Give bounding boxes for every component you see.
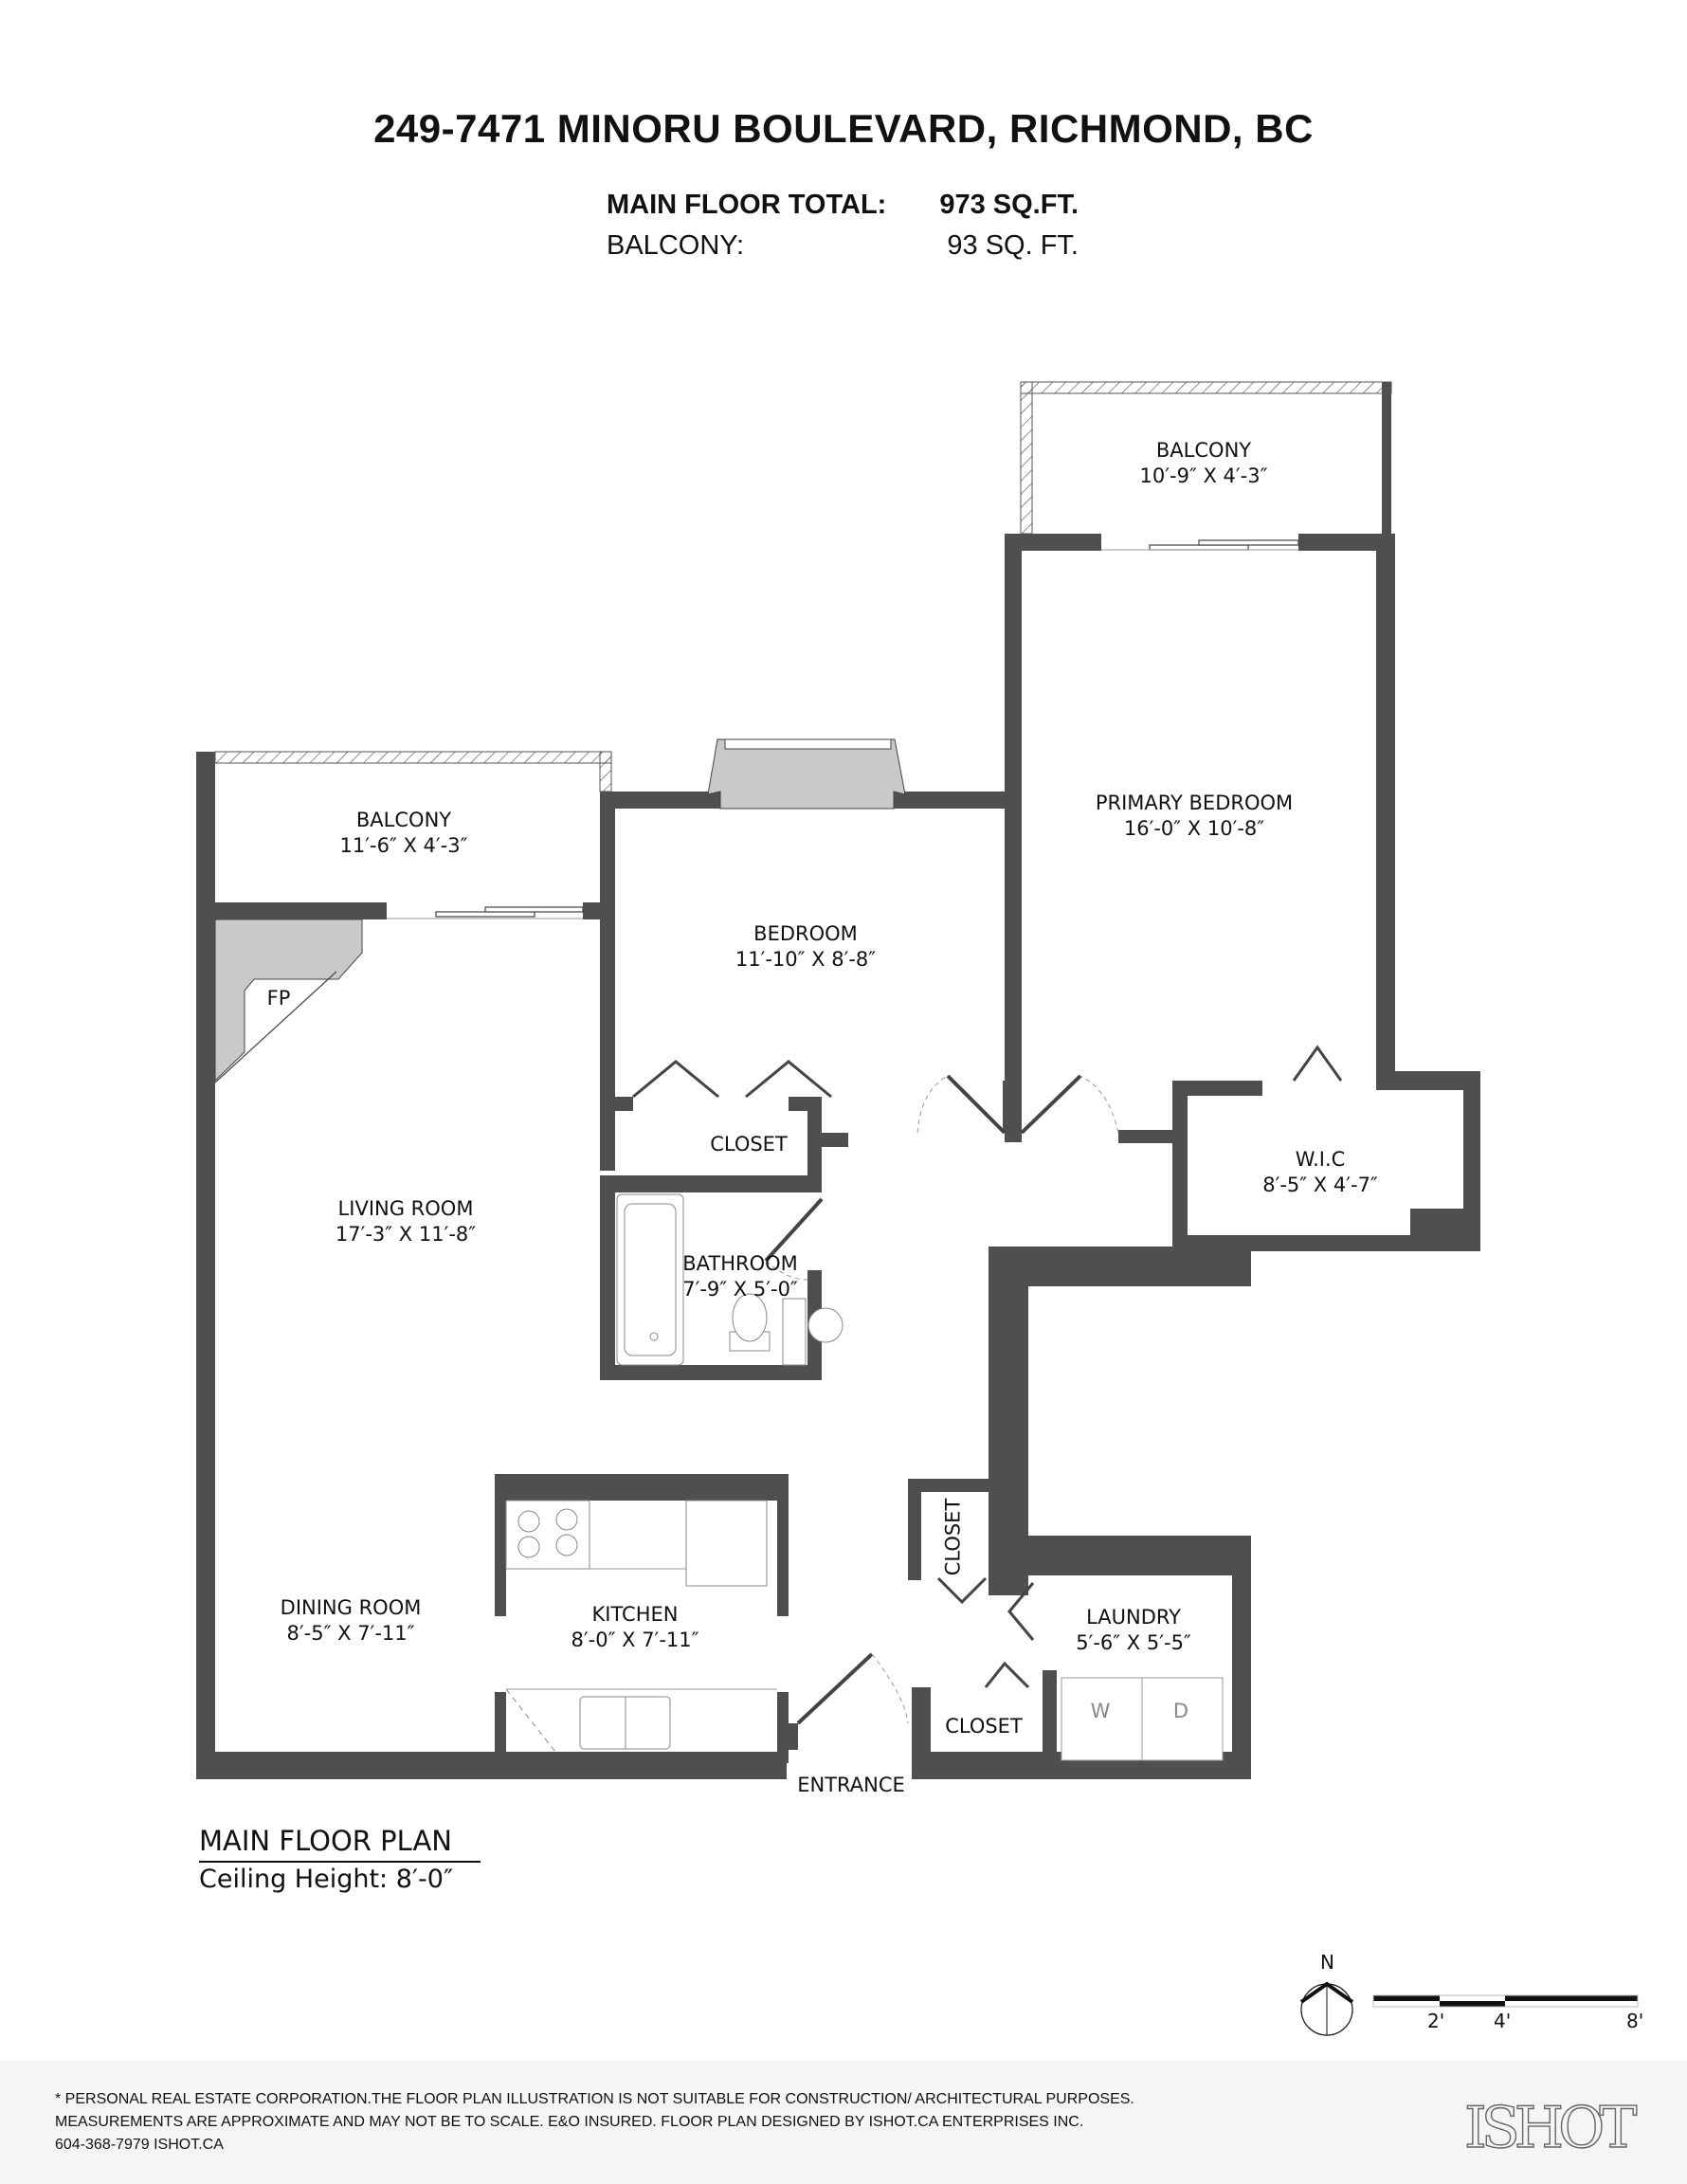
scale-tick-2: 2' — [1427, 2010, 1445, 2032]
room-hall-closet: CLOSET — [941, 1499, 967, 1576]
room-balcony-primary: BALCONY 10′-9″ X 4′-3″ — [1140, 438, 1268, 489]
room-laundry: LAUNDRY 5′-6″ X 5′-5″ — [1076, 1605, 1191, 1656]
washer-label: W — [1091, 1699, 1111, 1724]
ceiling-height: Ceiling Height: 8′-0″ — [199, 1865, 454, 1894]
room-kitchen: KITCHEN 8′-0″ X 7′-11″ — [571, 1602, 699, 1653]
room-balcony-living: BALCONY 11′-6″ X 4′-3″ — [340, 808, 468, 859]
compass-north-label: N — [1320, 1951, 1334, 1974]
room-living: LIVING ROOM 17′-3″ X 11′-8″ — [336, 1196, 476, 1247]
scale-bar — [1372, 1994, 1639, 2008]
room-name: CLOSET — [710, 1133, 788, 1156]
ishot-logo: ISHOT — [1463, 2094, 1638, 2161]
room-name: D — [1172, 1700, 1189, 1722]
room-bedroom-closet: CLOSET — [710, 1132, 788, 1157]
entrance-label: ENTRANCE — [797, 1773, 905, 1798]
plan-title: MAIN FLOOR PLAN — [199, 1825, 452, 1857]
room-bedroom: BEDROOM 11′-10″ X 8′-8″ — [735, 921, 876, 973]
property-address: 249-7471 MINORU BOULEVARD, RICHMOND, BC — [373, 106, 1314, 151]
room-dims: 8′-0″ X 7′-11″ — [571, 1629, 699, 1651]
fireplace-label: FP — [267, 986, 291, 1011]
room-dims: 7′-9″ X 5′-0″ — [682, 1278, 798, 1301]
room-dims: 8′-5″ X 4′-7″ — [1262, 1174, 1378, 1196]
room-name: BALCONY — [355, 809, 452, 831]
room-name: CLOSET — [941, 1498, 965, 1576]
room-dining: DINING ROOM 8′-5″ X 7′-11″ — [281, 1595, 422, 1647]
room-name: DINING ROOM — [280, 1596, 422, 1619]
walls — [196, 381, 1480, 1779]
room-dims: 17′-3″ X 11′-8″ — [335, 1223, 477, 1246]
main-floor-label: MAIN FLOOR TOTAL: — [607, 190, 887, 220]
room-entry-closet: CLOSET — [945, 1714, 1023, 1739]
room-dims: 5′-6″ X 5′-5″ — [1076, 1631, 1191, 1654]
main-floor-value: 973 SQ.FT. — [939, 190, 1079, 220]
room-name: BALCONY — [1155, 439, 1252, 462]
dryer-label: D — [1173, 1699, 1188, 1724]
room-primary-bedroom: PRIMARY BEDROOM 16′-0″ X 10′-8″ — [1096, 791, 1293, 842]
room-name: PRIMARY BEDROOM — [1095, 792, 1294, 814]
room-dims: 11′-10″ X 8′-8″ — [735, 948, 877, 971]
room-name: ENTRANCE — [797, 1774, 905, 1796]
room-dims: 16′-0″ X 10′-8″ — [1123, 817, 1265, 840]
room-name: CLOSET — [945, 1715, 1023, 1738]
room-name: W.I.C — [1295, 1148, 1346, 1171]
balcony-area-label: BALCONY: — [607, 230, 745, 261]
room-name: BATHROOM — [682, 1252, 798, 1275]
room-name: W — [1090, 1700, 1111, 1722]
room-name: LAUNDRY — [1086, 1606, 1181, 1629]
contact-line: 604-368-7979 ISHOT.CA — [55, 2137, 224, 2153]
room-name: FP — [266, 987, 291, 1010]
room-name: LIVING ROOM — [337, 1197, 474, 1220]
plan-title-divider — [199, 1861, 481, 1863]
room-dims: 8′-5″ X 7′-11″ — [286, 1622, 415, 1645]
footer — [0, 2061, 1687, 2184]
scale-tick-8: 8' — [1626, 2010, 1644, 2032]
room-dims: 11′-6″ X 4′-3″ — [339, 834, 468, 857]
room-wic: W.I.C 8′-5″ X 4′-7″ — [1262, 1147, 1378, 1198]
compass-icon — [1299, 1981, 1354, 2036]
bay-window — [707, 738, 906, 810]
fireplace-shape — [214, 919, 363, 1083]
disclaimer-line: * PERSONAL REAL ESTATE CORPORATION.THE F… — [55, 2091, 1134, 2107]
room-name: KITCHEN — [591, 1603, 679, 1626]
room-name: BEDROOM — [753, 922, 858, 945]
footer-disclaimer: * PERSONAL REAL ESTATE CORPORATION.THE F… — [55, 2088, 1134, 2157]
room-bathroom: BATHROOM 7′-9″ X 5′-0″ — [682, 1251, 798, 1302]
disclaimer-line: MEASUREMENTS ARE APPROXIMATE AND MAY NOT… — [55, 2114, 1084, 2130]
scale-tick-4: 4' — [1494, 2010, 1512, 2032]
balcony-area-value: 93 SQ. FT. — [947, 230, 1079, 261]
room-dims: 10′-9″ X 4′-3″ — [1139, 464, 1268, 487]
